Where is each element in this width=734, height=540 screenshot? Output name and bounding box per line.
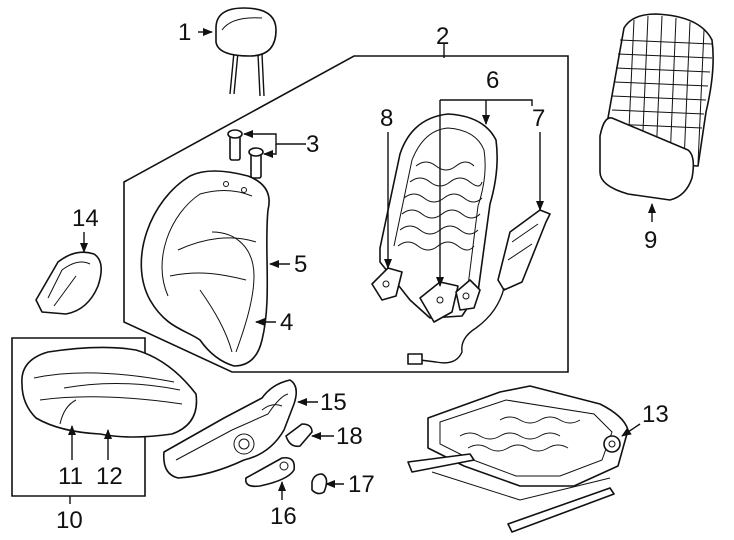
adjust-knob (285, 423, 313, 448)
seatback-cover (140, 170, 270, 367)
callout-labels: 1 2 3 4 5 6 7 8 9 10 11 12 13 14 15 16 1… (56, 19, 669, 534)
leader-lines (68, 28, 656, 504)
seatback-group-box (123, 55, 569, 373)
side-airbag-module (407, 209, 551, 365)
seat-track-frame (407, 385, 629, 533)
clip (311, 473, 328, 495)
side-shield (162, 379, 298, 479)
headrest-guides (227, 129, 264, 179)
seatback-panel (599, 13, 714, 201)
callout-4: 4 (280, 309, 293, 336)
callout-16: 16 (270, 503, 297, 530)
callout-8: 8 (380, 105, 393, 132)
callout-13: 13 (642, 401, 669, 428)
seat-cushion (21, 346, 198, 438)
bezel-cover (35, 251, 102, 315)
callout-17: 17 (348, 471, 375, 498)
seatback-frame (371, 113, 498, 323)
callout-15: 15 (320, 389, 347, 416)
callout-7: 7 (532, 105, 545, 132)
lever-handle (244, 456, 296, 488)
callout-12: 12 (96, 463, 123, 490)
callout-2: 2 (436, 23, 449, 50)
callout-5: 5 (294, 251, 307, 278)
callout-1: 1 (178, 19, 191, 46)
callout-9: 9 (644, 227, 657, 254)
callout-6: 6 (486, 67, 499, 94)
headrest (215, 7, 277, 97)
callout-14: 14 (72, 205, 99, 232)
cushion-group-box (11, 337, 146, 497)
callout-3: 3 (306, 131, 319, 158)
callout-18: 18 (336, 423, 363, 450)
callout-11: 11 (58, 463, 83, 490)
callout-10: 10 (56, 507, 83, 534)
